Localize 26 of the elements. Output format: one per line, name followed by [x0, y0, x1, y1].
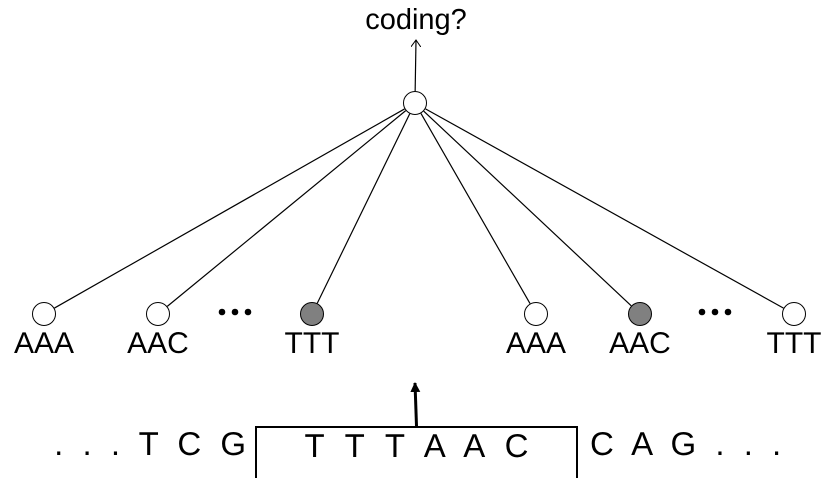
circle-node: [524, 302, 548, 326]
arrow: [410, 382, 420, 426]
connector-line: [166, 110, 406, 307]
codon-label: AAA: [12, 327, 76, 361]
circle-node: [146, 302, 170, 326]
circle-node: [403, 91, 427, 115]
codon-label: AAC: [608, 327, 672, 361]
window-box: [255, 426, 578, 478]
sequence-text: C A G . . .: [590, 425, 782, 463]
connector-line: [316, 114, 410, 304]
circle-node: [32, 302, 56, 326]
circle-node: [300, 302, 324, 326]
codon-label: TTT: [284, 327, 340, 361]
circle-node: [628, 302, 652, 326]
connector-line: [423, 110, 632, 306]
connector-line: [420, 113, 531, 304]
codon-label: AAA: [504, 327, 568, 361]
sequence-text: T T T A A C: [304, 427, 530, 465]
codon-label: AAC: [126, 327, 190, 361]
arrow: [410, 40, 422, 91]
connector-line: [425, 108, 784, 309]
sequence-text: . . . T C G: [53, 425, 246, 463]
connector-line: [54, 108, 405, 309]
circle-node: [782, 302, 806, 326]
output-label: coding?: [364, 4, 468, 37]
codon-label: TTT: [766, 327, 822, 361]
